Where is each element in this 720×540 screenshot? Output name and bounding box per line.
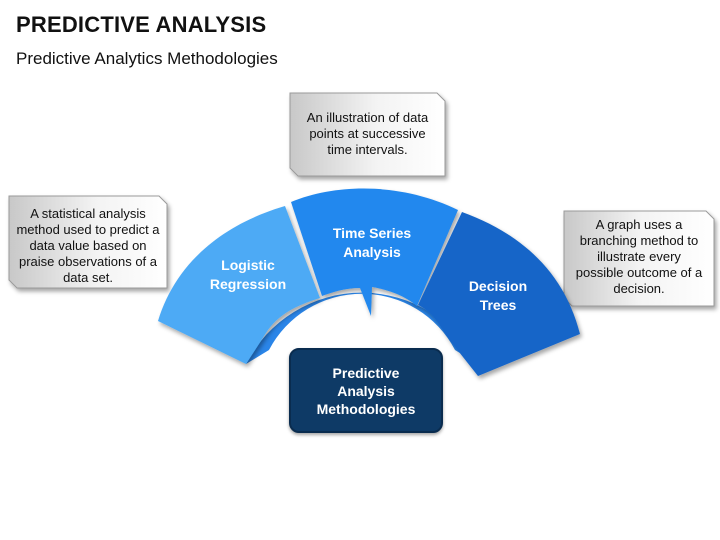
center-box-predictive-analysis: Predictive Analysis Methodologies [289, 348, 443, 433]
page-title: PREDICTIVE ANALYSIS [16, 12, 267, 37]
segment-decision-trees[interactable] [418, 212, 580, 376]
note-box-left [8, 195, 168, 289]
segment-label-logistic-regression: Logistic Regression [209, 257, 287, 292]
segment-label-time-series-analysis: Time Series Analysis [332, 225, 412, 260]
segment-label-decision-trees: Decision Trees [468, 278, 528, 313]
page-subtitle: Predictive Analytics Methodologies [16, 49, 278, 68]
segment-logistic-regression[interactable] [158, 206, 320, 364]
note-right-text: A graph uses a branching method to illus… [575, 217, 703, 296]
note-box-top [289, 92, 446, 177]
note-top-text: An illustration of data points at succes… [306, 110, 429, 157]
inner-ring-band [246, 292, 478, 364]
note-left-text: A statistical analysis method used to pr… [16, 206, 160, 285]
segment-time-series-analysis[interactable] [291, 188, 458, 316]
